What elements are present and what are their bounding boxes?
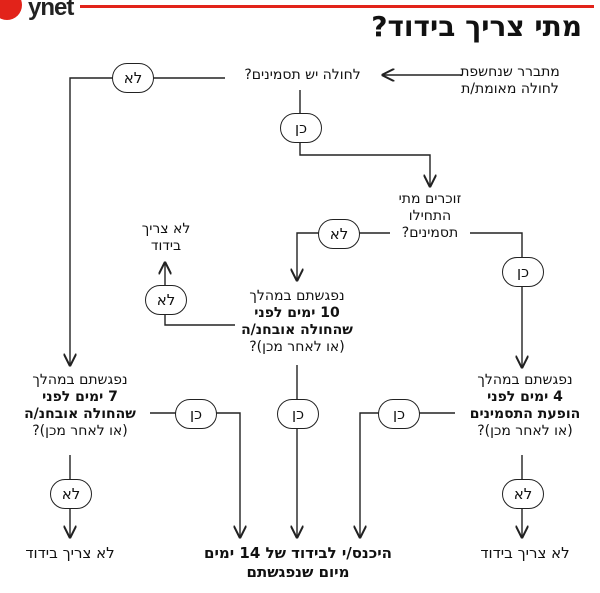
node-remember-line1: זוכרים מתי (398, 191, 462, 207)
seven-days-bold1: 7 ימים לפני (42, 389, 118, 405)
node-no-isolation-top: לא צריך בידוד (128, 221, 204, 255)
ten-days-line1: נפגשתם במהלך (249, 288, 345, 304)
pill-no-seven-days: לא (50, 479, 92, 509)
node-has-symptoms: לחולה יש תסמינים? (244, 67, 361, 83)
pill-yes-symptoms: כן (280, 113, 322, 143)
node-start: מתברר שנחשפת לחולה מאומת/ת (440, 64, 580, 98)
pill-yes-four-days: כן (378, 399, 420, 429)
ten-days-bold1: 10 ימים לפני (254, 305, 340, 321)
pill-no-ten-days: לא (145, 285, 187, 315)
four-days-bold2: הופעת התסמינים (469, 406, 581, 422)
node-four-days: נפגשתם במהלך 4 ימים לפני הופעת התסמינים … (455, 372, 595, 440)
edge-ten-no (165, 263, 235, 326)
ten-days-line2: (או לאחר מכן)? (249, 339, 345, 355)
logo-red-circle (0, 0, 22, 20)
pill-yes-remember: כן (502, 257, 544, 287)
four-days-line1: נפגשתם במהלך (477, 372, 573, 388)
edge-remember-yes (470, 232, 522, 367)
seven-days-bold2: שהחולה אובחנ/ה (24, 406, 136, 422)
final-no-isolation-left: לא צריך בידוד (25, 544, 115, 562)
final-isolate-14-days: היכנס/י לבידוד של 14 ימים מיום שנפגשתם (180, 544, 416, 582)
header-rule (80, 5, 594, 8)
node-remember-line2: התחילו (408, 208, 452, 224)
isolate-line1: היכנס/י לבידוד של 14 ימים (204, 544, 392, 562)
node-remember-onset: זוכרים מתי התחילו תסמינים? (390, 191, 470, 242)
page-title: מתי צריך בידוד? (371, 10, 582, 43)
node-remember-line3: תסמינים? (401, 225, 459, 241)
node-start-line2: לחולה מאומת/ת (461, 81, 559, 97)
no-iso-top-line2: בידוד (150, 238, 182, 254)
node-seven-days: נפגשתם במהלך 7 ימים לפני שהחולה אובחנ/ה … (5, 372, 155, 440)
four-days-bold1: 4 ימים לפני (487, 389, 563, 405)
ynet-logo: ynet (0, 0, 80, 22)
ten-days-bold2: שהחולה אובחנ/ה (241, 322, 353, 338)
edge-seven-yes (150, 412, 240, 537)
pill-no-remember: לא (318, 219, 360, 249)
edge-four-yes (360, 412, 455, 537)
no-iso-top-line1: לא צריך (141, 221, 191, 237)
logo-text: ynet (28, 0, 74, 21)
four-days-line2: (או לאחר מכן)? (477, 423, 573, 439)
seven-days-line1: נפגשתם במהלך (32, 372, 128, 388)
pill-yes-ten-days: כן (277, 399, 319, 429)
edge-symptoms-no (70, 77, 225, 365)
seven-days-line2: (או לאחר מכן)? (32, 423, 128, 439)
pill-no-symptoms: לא (112, 63, 154, 93)
node-ten-days: נפגשתם במהלך 10 ימים לפני שהחולה אובחנ/ה… (222, 288, 372, 356)
edge-symptoms-yes (299, 90, 430, 186)
final-no-isolation-right: לא צריך בידוד (480, 544, 570, 562)
isolate-line2: מיום שנפגשתם (246, 563, 350, 581)
node-start-line1: מתברר שנחשפת (460, 64, 560, 80)
pill-yes-seven-days: כן (175, 399, 217, 429)
pill-no-four-days: לא (502, 479, 544, 509)
